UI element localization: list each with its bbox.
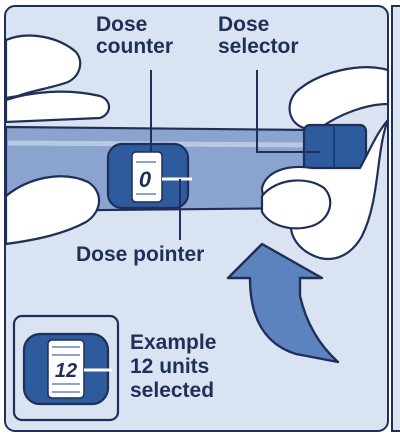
lower-right-thumb (260, 179, 332, 230)
dose-pointer-label-text: Dose pointer (76, 243, 205, 266)
example-label-line-3: selected (130, 379, 215, 402)
dose-counter-digit-drum (131, 151, 163, 203)
lower-left-hand (4, 175, 101, 246)
dose-pointer-label: Dose pointer (76, 244, 204, 266)
example-label: Example 12 units selected (130, 331, 216, 403)
dose-selector-leader-line (256, 70, 320, 153)
dose-selector-label-line-2: selector (218, 35, 299, 58)
dose-counter-label: Dose counter (96, 14, 173, 58)
dose-selector-label-line-1: Dose (218, 13, 270, 36)
example-label-line-2: 12 units (130, 355, 210, 378)
example-counter-digits: 12 (55, 360, 77, 382)
upper-left-finger (4, 90, 111, 124)
dose-counter-digit: 0 (139, 167, 152, 192)
dose-counter-label-line-1: Dose (96, 13, 148, 36)
adjacent-panel-edge (391, 5, 400, 432)
upper-right-hand (288, 66, 390, 130)
example-label-line-1: Example (130, 331, 217, 354)
turn-direction-arrow (226, 242, 340, 364)
dose-counter-label-line-2: counter (96, 35, 174, 58)
upper-left-hand (4, 34, 82, 100)
dose-selector-label: Dose selector (218, 14, 299, 58)
